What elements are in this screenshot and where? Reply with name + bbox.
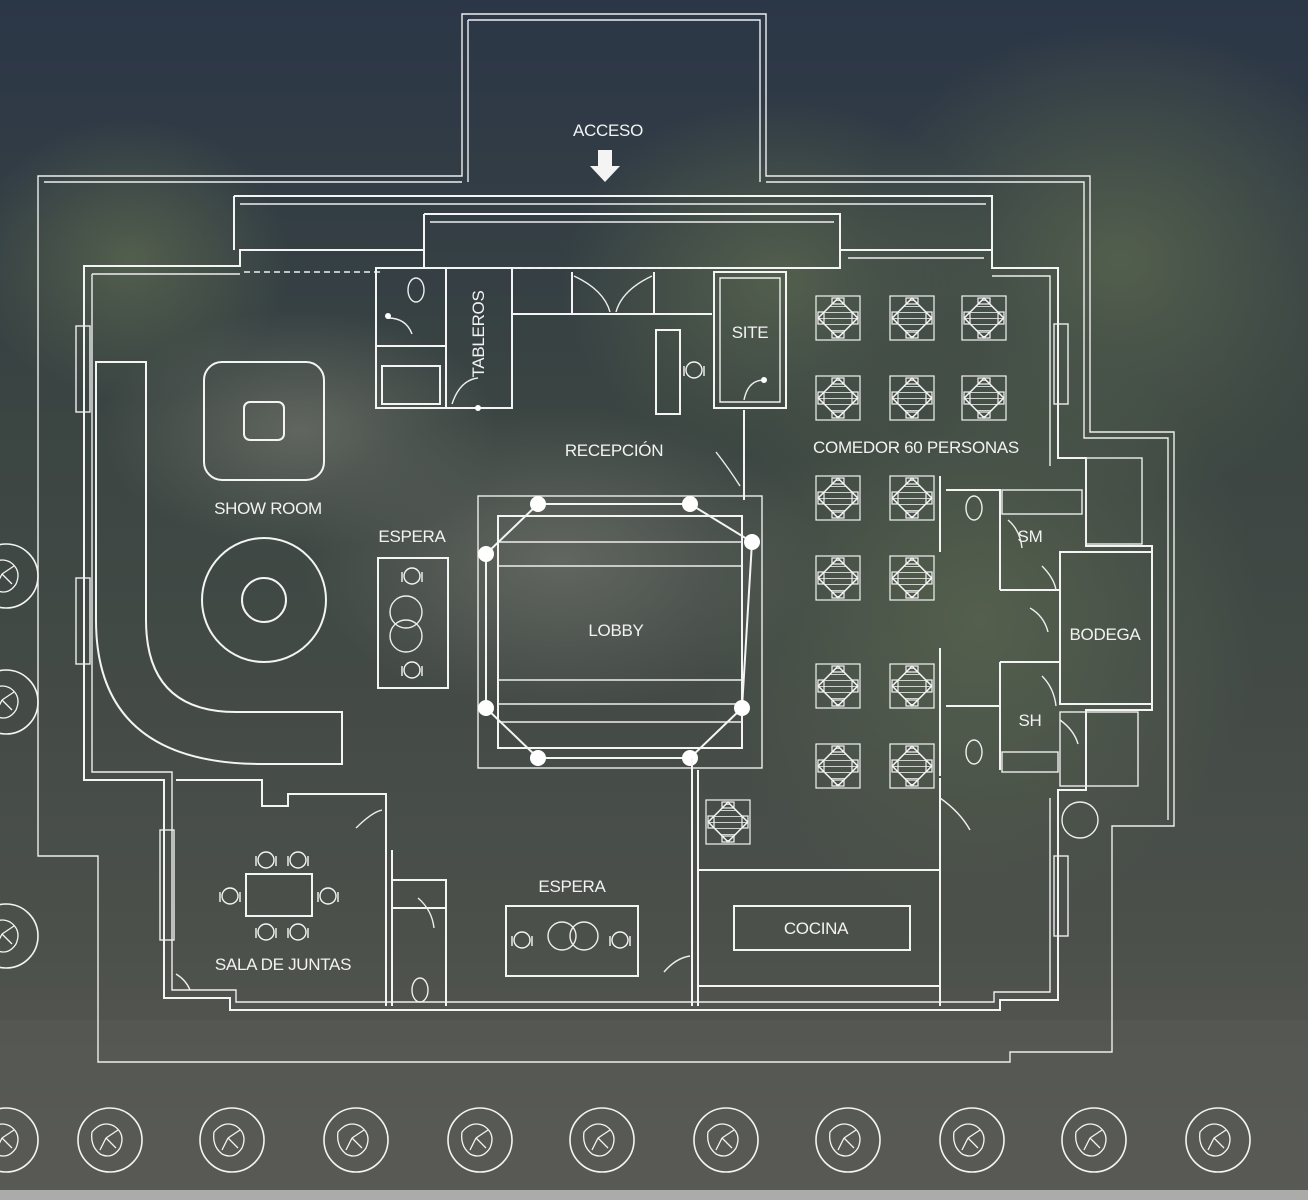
lobby	[477, 495, 763, 769]
building-walls	[75, 249, 1153, 1011]
site-boundary	[37, 13, 1175, 1063]
label-tableros: TABLEROS	[469, 290, 488, 377]
service-block-right	[939, 457, 1153, 839]
label-sh: SH	[1018, 711, 1041, 730]
label-show-room: SHOW ROOM	[214, 499, 322, 518]
label-site: SITE	[732, 323, 769, 342]
room-labels: ACCESO TABLEROS SITE RECEPCIÓN COMEDOR 6…	[214, 121, 1142, 974]
waiting-area-top	[377, 557, 449, 689]
label-recepcion: RECEPCIÓN	[565, 441, 663, 460]
label-cocina: COCINA	[784, 919, 849, 938]
label-lobby: LOBBY	[588, 621, 643, 640]
label-sm: SM	[1018, 527, 1043, 546]
label-comedor: COMEDOR 60 PERSONAS	[813, 438, 1019, 457]
main-door	[512, 272, 712, 315]
label-bodega: BODEGA	[1070, 625, 1142, 644]
label-espera-top: ESPERA	[378, 527, 446, 546]
show-room-counter	[95, 361, 343, 765]
waiting-area-bottom	[505, 905, 691, 977]
kitchen-counter	[733, 905, 911, 951]
partitions	[176, 410, 971, 1006]
label-espera-bottom: ESPERA	[538, 877, 606, 896]
meeting-room-furniture	[175, 809, 435, 1003]
label-sala-de-juntas: SALA DE JUNTAS	[215, 955, 351, 974]
site-room	[713, 271, 787, 409]
service-rooms-top	[375, 267, 513, 411]
reception-desk	[655, 329, 705, 415]
label-acceso: ACCESO	[573, 121, 643, 140]
entrance-arrow-icon	[590, 150, 620, 182]
